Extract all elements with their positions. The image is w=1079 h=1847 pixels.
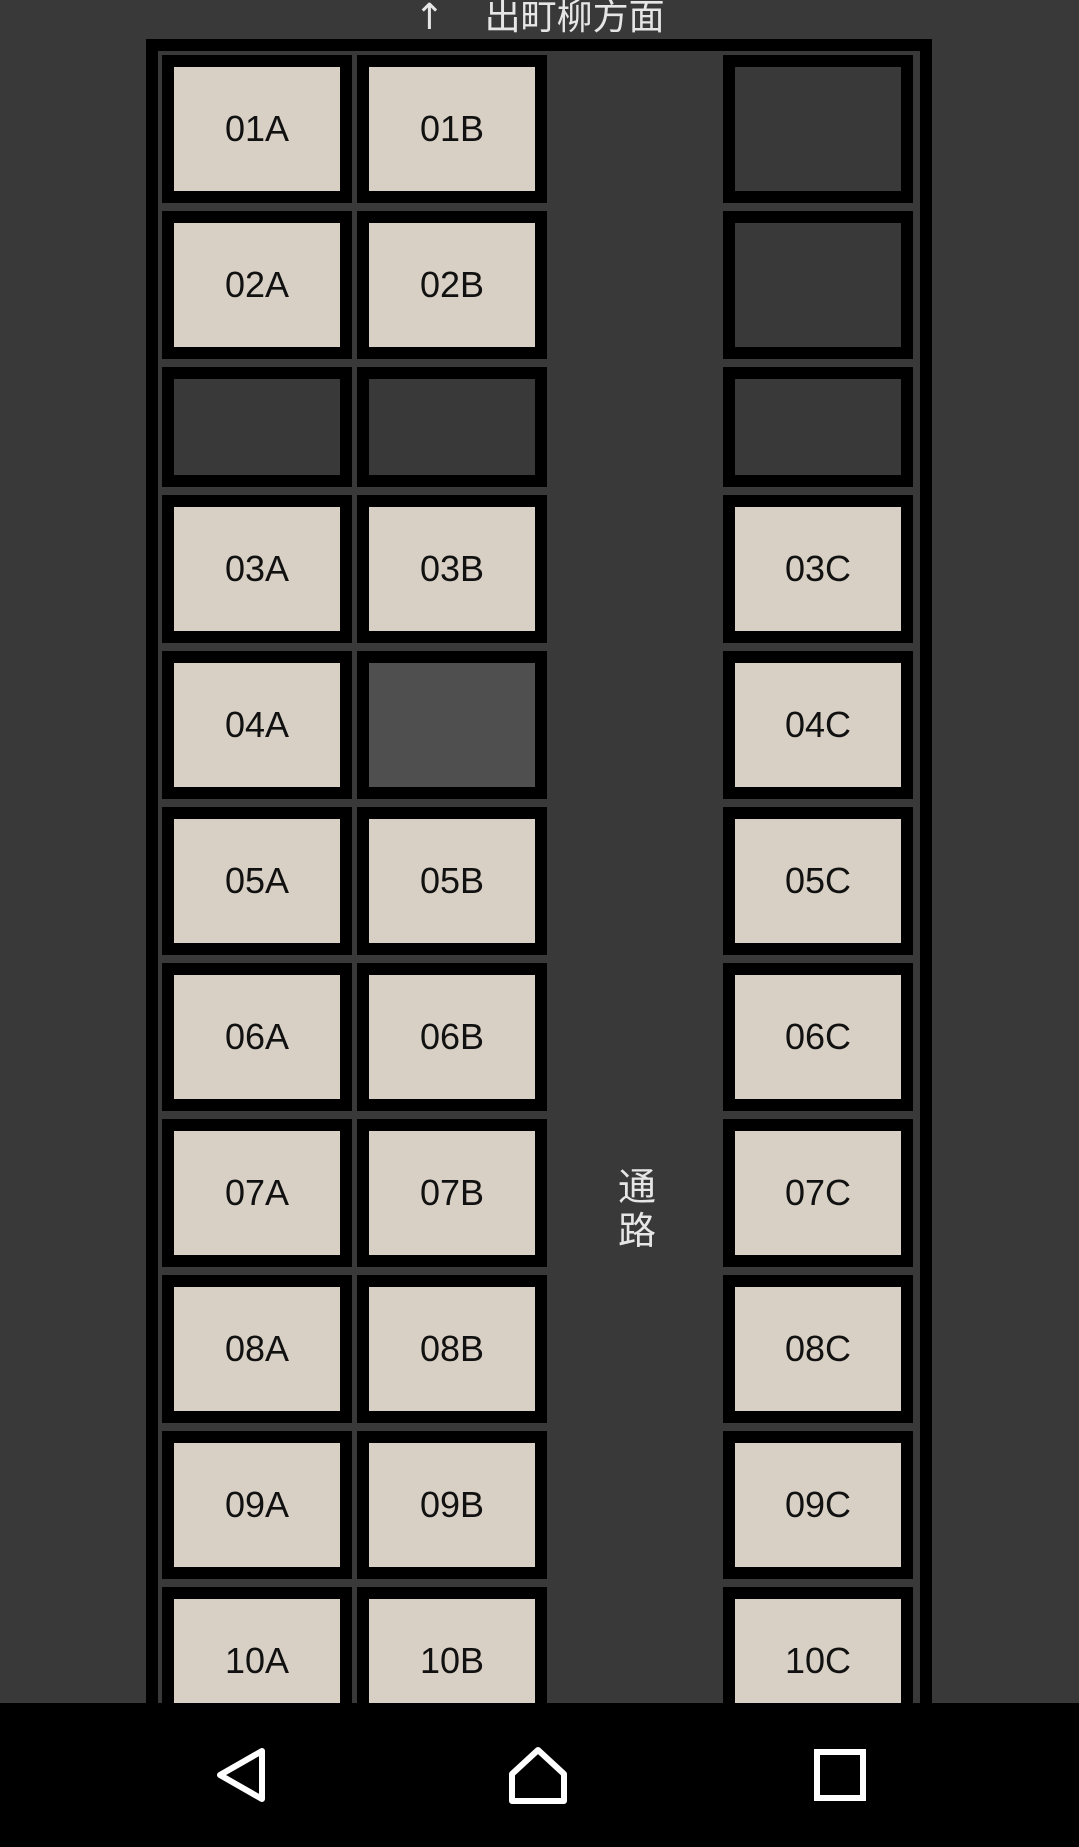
seat-blank-r3-b — [357, 367, 547, 487]
seat-05a[interactable]: 05A — [162, 807, 352, 955]
seat-07b[interactable]: 07B — [357, 1119, 547, 1267]
seat-label: 09B — [369, 1443, 535, 1567]
seat-label: 05C — [735, 819, 901, 943]
seat-label: 10A — [174, 1599, 340, 1723]
seat-label — [369, 663, 535, 787]
back-icon[interactable] — [212, 1745, 272, 1805]
seat-label: 06A — [174, 975, 340, 1099]
seat-07a[interactable]: 07A — [162, 1119, 352, 1267]
seat-07c[interactable]: 07C — [723, 1119, 913, 1267]
seat-label — [735, 379, 901, 475]
seat-label: 04C — [735, 663, 901, 787]
seat-label: 06C — [735, 975, 901, 1099]
seat-label: 07C — [735, 1131, 901, 1255]
seat-05c[interactable]: 05C — [723, 807, 913, 955]
seat-label: 03B — [369, 507, 535, 631]
seat-label: 01B — [369, 67, 535, 191]
seat-04a[interactable]: 04A — [162, 651, 352, 799]
seat-09c[interactable]: 09C — [723, 1431, 913, 1579]
direction-label: 出町柳方面 — [484, 0, 665, 38]
seat-01a[interactable]: 01A — [162, 55, 352, 203]
seat-01b[interactable]: 01B — [357, 55, 547, 203]
seat-label — [174, 379, 340, 475]
seat-label: 07A — [174, 1131, 340, 1255]
seat-03c[interactable]: 03C — [723, 495, 913, 643]
seat-09b[interactable]: 09B — [357, 1431, 547, 1579]
seat-label: 06B — [369, 975, 535, 1099]
seat-label: 08C — [735, 1287, 901, 1411]
seat-label: 08A — [174, 1287, 340, 1411]
seat-08a[interactable]: 08A — [162, 1275, 352, 1423]
seat-02b[interactable]: 02B — [357, 211, 547, 359]
seat-label: 09A — [174, 1443, 340, 1567]
seat-09a[interactable]: 09A — [162, 1431, 352, 1579]
seat-label — [735, 67, 901, 191]
seat-10c[interactable]: 10C — [723, 1587, 913, 1735]
seat-06b[interactable]: 06B — [357, 963, 547, 1111]
seat-label: 03C — [735, 507, 901, 631]
seat-03b[interactable]: 03B — [357, 495, 547, 643]
seat-label: 02A — [174, 223, 340, 347]
seat-label: 10C — [735, 1599, 901, 1723]
seat-label: 03A — [174, 507, 340, 631]
home-icon[interactable] — [508, 1745, 568, 1805]
seat-08c[interactable]: 08C — [723, 1275, 913, 1423]
seat-blank-r3-a — [162, 367, 352, 487]
seat-blank-r3-c — [723, 367, 913, 487]
seat-blank-r5-b — [357, 651, 547, 799]
seat-label: 02B — [369, 223, 535, 347]
seat-08b[interactable]: 08B — [357, 1275, 547, 1423]
aisle-label: 通路 — [617, 1165, 656, 1253]
seat-blank-r2-c — [723, 211, 913, 359]
seat-label: 07B — [369, 1131, 535, 1255]
seat-blank-r1-c — [723, 55, 913, 203]
seat-06a[interactable]: 06A — [162, 963, 352, 1111]
recents-icon[interactable] — [810, 1745, 870, 1805]
seat-label: 10B — [369, 1599, 535, 1723]
seat-05b[interactable]: 05B — [357, 807, 547, 955]
seat-label: 04A — [174, 663, 340, 787]
seat-label: 08B — [369, 1287, 535, 1411]
seat-03a[interactable]: 03A — [162, 495, 352, 643]
seat-02a[interactable]: 02A — [162, 211, 352, 359]
seat-label — [369, 379, 535, 475]
direction-header: ↑ 出町柳方面 — [0, 0, 1079, 40]
seat-label — [735, 223, 901, 347]
seat-label: 01A — [174, 67, 340, 191]
seat-label: 05B — [369, 819, 535, 943]
seat-06c[interactable]: 06C — [723, 963, 913, 1111]
seat-label: 05A — [174, 819, 340, 943]
up-arrow-icon: ↑ — [414, 0, 445, 38]
seat-04c[interactable]: 04C — [723, 651, 913, 799]
seat-label: 09C — [735, 1443, 901, 1567]
navigation-bar — [0, 1703, 1079, 1847]
